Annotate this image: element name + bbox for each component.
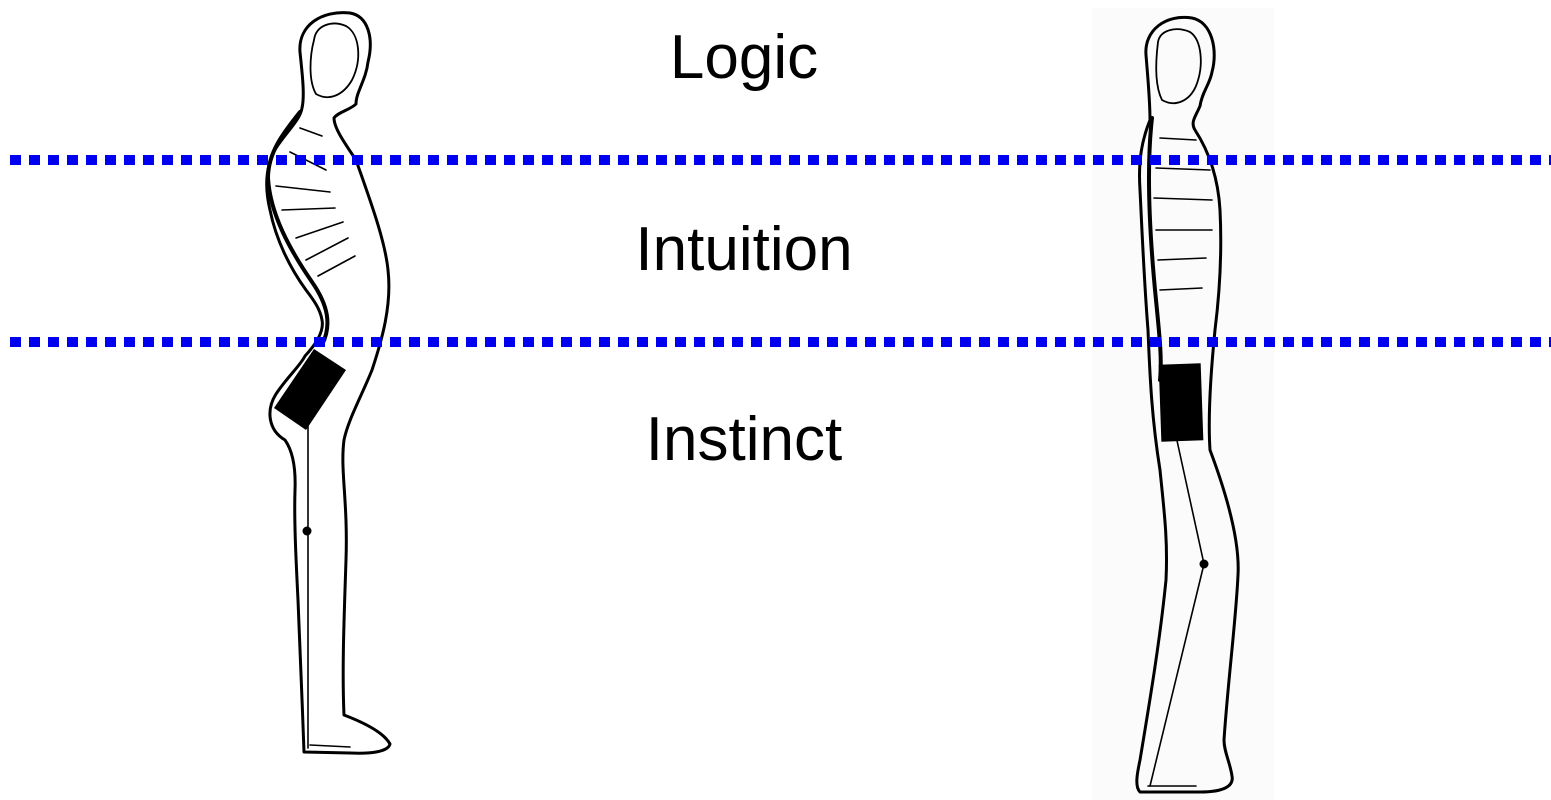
slouched-pelvis-block [274, 349, 346, 430]
slouched-foot-line [310, 745, 350, 747]
label-instinct: Instinct [646, 405, 842, 474]
slouched-posture-figure [267, 13, 390, 754]
slouched-ribs [276, 128, 355, 276]
slouched-knee-joint [303, 527, 312, 536]
upright-knee-joint [1200, 560, 1209, 569]
label-logic: Logic [670, 23, 818, 92]
label-intuition: Intuition [635, 215, 852, 284]
slouched-head-inner [311, 24, 359, 98]
upright-pelvis-block [1159, 363, 1204, 441]
